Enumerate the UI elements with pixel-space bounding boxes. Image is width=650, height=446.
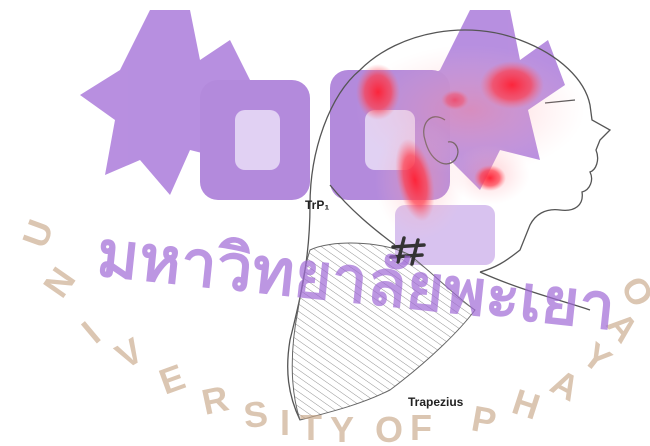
pain-spot-temple-back (356, 64, 400, 120)
svg-text:I: I (74, 313, 108, 351)
svg-text:V: V (109, 329, 150, 377)
pain-spot-jaw (474, 165, 506, 191)
pain-spot-temple-front (480, 61, 544, 109)
svg-text:O: O (613, 270, 650, 314)
svg-text:F: F (410, 407, 432, 446)
svg-text:O: O (375, 409, 403, 446)
svg-text:I: I (280, 402, 290, 443)
svg-text:Y: Y (330, 409, 354, 446)
svg-text:N: N (35, 260, 83, 305)
svg-text:E: E (154, 356, 191, 403)
svg-text:U: U (14, 214, 61, 252)
svg-text:T: T (300, 407, 322, 446)
trapezius-label: Trapezius (408, 395, 463, 409)
trigger-point-label: TrP₁ (305, 198, 329, 212)
svg-text:S: S (242, 393, 270, 436)
svg-text:P: P (469, 398, 500, 443)
svg-text:R: R (198, 377, 232, 423)
svg-text:H: H (508, 381, 545, 428)
